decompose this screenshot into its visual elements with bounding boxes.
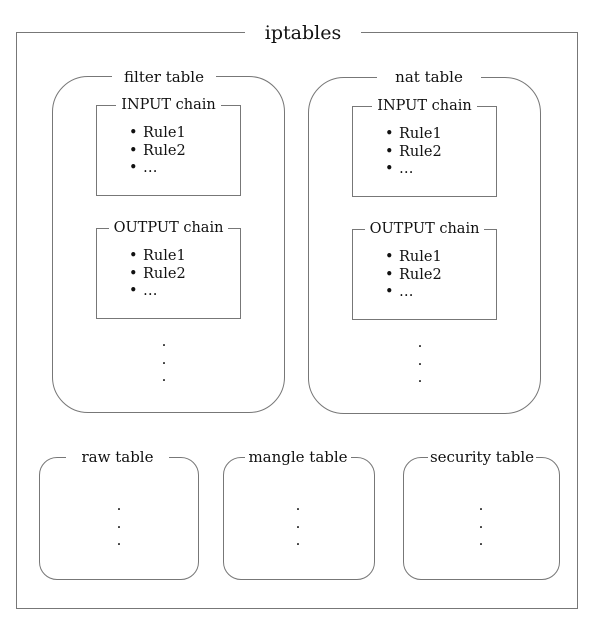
rule-item: … — [129, 283, 186, 301]
nat-input-chain-title: INPUT chain — [372, 97, 477, 115]
rule-item: … — [129, 160, 186, 178]
rule-item: Rule1 — [129, 125, 186, 143]
ellipsis-dot: · — [478, 500, 484, 518]
nat-input-rule-list: Rule1 Rule2 … — [385, 126, 442, 179]
filter-table-title: filter table — [112, 67, 216, 87]
iptables-title: iptables — [245, 21, 361, 45]
rule-item: Rule1 — [129, 248, 186, 266]
rule-item: Rule2 — [385, 267, 442, 285]
nat-output-chain-title: OUTPUT chain — [365, 220, 484, 238]
ellipsis-dot: · — [161, 371, 167, 389]
security-table-ellipsis: · · · — [471, 500, 491, 554]
filter-input-chain-title: INPUT chain — [116, 96, 221, 114]
ellipsis-dot: · — [295, 535, 301, 553]
nat-more-chains-ellipsis: · · · — [410, 337, 430, 391]
ellipsis-dot: · — [478, 517, 484, 536]
rule-item: … — [385, 284, 442, 302]
mangle-table-title: mangle table — [245, 447, 351, 467]
ellipsis-dot: · — [116, 517, 122, 536]
rule-item: Rule2 — [385, 144, 442, 162]
ellipsis-dot: · — [295, 500, 301, 518]
raw-table-ellipsis: · · · — [109, 500, 129, 554]
rule-item: … — [385, 161, 442, 179]
ellipsis-dot: · — [161, 353, 167, 372]
raw-table-title: raw table — [66, 447, 169, 467]
ellipsis-dot: · — [417, 337, 423, 355]
rule-item: Rule2 — [129, 143, 186, 161]
security-table-title: security table — [428, 447, 536, 467]
filter-output-rule-list: Rule1 Rule2 … — [129, 248, 186, 301]
ellipsis-dot: · — [295, 517, 301, 536]
ellipsis-dot: · — [478, 535, 484, 553]
rule-item: Rule1 — [385, 249, 442, 267]
ellipsis-dot: · — [417, 354, 423, 373]
mangle-table-ellipsis: · · · — [288, 500, 308, 554]
ellipsis-dot: · — [161, 336, 167, 354]
rule-item: Rule2 — [129, 266, 186, 284]
filter-input-rule-list: Rule1 Rule2 … — [129, 125, 186, 178]
filter-output-chain-title: OUTPUT chain — [109, 219, 228, 237]
nat-output-rule-list: Rule1 Rule2 … — [385, 249, 442, 302]
ellipsis-dot: · — [116, 535, 122, 553]
rule-item: Rule1 — [385, 126, 442, 144]
ellipsis-dot: · — [417, 372, 423, 390]
nat-table-title: nat table — [377, 67, 481, 87]
filter-more-chains-ellipsis: · · · — [154, 336, 174, 390]
ellipsis-dot: · — [116, 500, 122, 518]
